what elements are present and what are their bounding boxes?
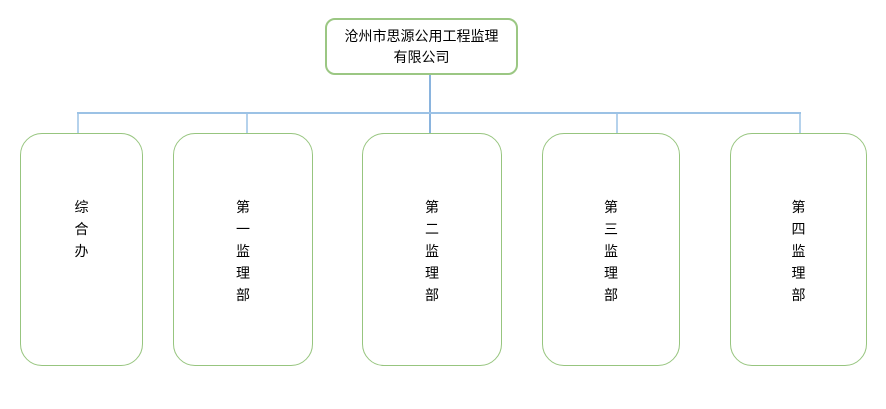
department-label: 综合办	[74, 199, 89, 259]
company-name-line-1: 沧州市思源公用工程监理	[344, 27, 499, 44]
department-box-fourth-supervision: 第四监理部	[730, 133, 867, 366]
department-label: 第一监理部	[236, 199, 250, 303]
department-label: 第三监理部	[604, 199, 618, 303]
department-box-first-supervision: 第一监理部	[173, 133, 313, 366]
department-box-general-office: 综合办	[20, 133, 143, 366]
department-box-third-supervision: 第三监理部	[542, 133, 680, 366]
department-label: 第四监理部	[791, 199, 806, 303]
company-name-line-2: 有限公司	[393, 48, 450, 65]
root-company-box: 沧州市思源公用工程监理 有限公司	[325, 18, 518, 75]
department-box-second-supervision: 第二监理部	[362, 133, 502, 366]
department-label: 第二监理部	[425, 199, 439, 303]
